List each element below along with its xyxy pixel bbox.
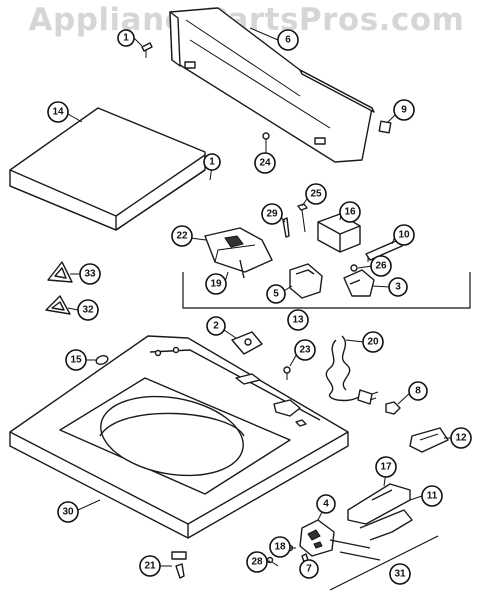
svg-text:1: 1 <box>209 157 215 168</box>
lever-part-11 <box>359 509 413 541</box>
callout-3: 3 <box>388 277 408 297</box>
switch-part-16 <box>317 213 361 253</box>
svg-text:2: 2 <box>213 321 219 332</box>
screw-part-26 <box>350 264 358 272</box>
svg-text:25: 25 <box>310 189 322 200</box>
callout-14: 14 <box>47 101 69 123</box>
callout-5: 5 <box>266 284 286 304</box>
callout-19: 19 <box>205 273 227 295</box>
svg-text:9: 9 <box>401 105 407 116</box>
svg-text:18: 18 <box>274 542 286 553</box>
grommet-part-32 <box>45 295 71 315</box>
callout-16: 16 <box>339 201 361 223</box>
callout-31: 31 <box>389 563 411 585</box>
svg-text:6: 6 <box>285 35 291 46</box>
svg-text:13: 13 <box>292 315 304 326</box>
callout-24: 24 <box>254 152 276 174</box>
svg-text:21: 21 <box>144 561 156 572</box>
power-cord <box>325 335 379 405</box>
actuator-part-17 <box>347 483 411 525</box>
screw-part-21 <box>171 551 187 579</box>
callout-32: 32 <box>77 299 99 321</box>
callout-18: 18 <box>269 536 291 558</box>
callout-28: 28 <box>246 551 268 573</box>
callout-10: 10 <box>393 224 415 246</box>
callout-15: 15 <box>65 349 87 371</box>
screw-part-29 <box>282 217 290 238</box>
screw-part-25 <box>297 203 308 233</box>
fuse-part-10 <box>365 239 403 262</box>
plug-part-2 <box>231 331 263 355</box>
callout-23: 23 <box>294 339 316 361</box>
svg-text:3: 3 <box>395 282 401 293</box>
callout-1-top: 1 <box>117 29 135 47</box>
callout-25: 25 <box>305 183 327 205</box>
svg-text:12: 12 <box>455 433 467 444</box>
washer-top <box>9 335 349 539</box>
clip-part-8 <box>385 401 401 415</box>
svg-text:26: 26 <box>375 261 387 272</box>
svg-text:31: 31 <box>394 569 406 580</box>
svg-text:32: 32 <box>82 305 94 316</box>
svg-text:23: 23 <box>299 345 311 356</box>
svg-text:16: 16 <box>344 207 356 218</box>
svg-text:8: 8 <box>415 386 421 397</box>
clip-part <box>378 120 392 134</box>
callout-29: 29 <box>261 203 283 225</box>
callout-6: 6 <box>277 29 299 51</box>
svg-text:4: 4 <box>323 499 329 510</box>
svg-text:30: 30 <box>62 507 74 518</box>
callout-17: 17 <box>375 456 397 478</box>
switch-part-4 <box>299 519 335 557</box>
callout-30: 30 <box>57 501 79 523</box>
screw-small-top <box>141 42 153 58</box>
bulb-part-15 <box>95 355 109 365</box>
callout-21: 21 <box>139 555 161 577</box>
bracket-part-31 <box>329 535 439 591</box>
hinge-part-12 <box>409 427 449 453</box>
callout-8: 8 <box>408 381 428 401</box>
svg-text:10: 10 <box>398 230 410 241</box>
callout-13: 13 <box>287 309 309 331</box>
switch-bracket <box>204 227 273 279</box>
callout-4: 4 <box>316 494 336 514</box>
svg-text:5: 5 <box>273 289 279 300</box>
screw-part-24 <box>262 132 270 150</box>
callout-2: 2 <box>206 316 226 336</box>
screw-part-28 <box>266 556 279 567</box>
callout-7: 7 <box>299 559 319 579</box>
screw-part-23 <box>283 366 291 380</box>
callout-9: 9 <box>393 99 415 121</box>
callout-26: 26 <box>370 255 392 277</box>
svg-text:17: 17 <box>380 462 392 473</box>
svg-text:14: 14 <box>52 107 64 118</box>
callout-33: 33 <box>79 263 101 285</box>
svg-text:24: 24 <box>259 158 271 169</box>
svg-text:29: 29 <box>266 209 278 220</box>
svg-text:7: 7 <box>306 564 312 575</box>
svg-text:20: 20 <box>367 337 379 348</box>
callout-12: 12 <box>450 427 472 449</box>
switch-part-5 <box>289 263 323 299</box>
top-lid <box>9 107 206 231</box>
console-panel <box>169 7 375 163</box>
assembly-bracket-13 <box>182 272 471 309</box>
callout-11: 11 <box>421 485 443 507</box>
svg-text:33: 33 <box>84 269 96 280</box>
callout-20: 20 <box>362 331 384 353</box>
clip-part-3 <box>343 269 375 297</box>
svg-text:22: 22 <box>176 231 188 242</box>
callout-1: 1 <box>203 153 221 171</box>
callout-22: 22 <box>171 225 193 247</box>
svg-text:28: 28 <box>251 557 263 568</box>
svg-text:19: 19 <box>210 279 222 290</box>
svg-text:1: 1 <box>123 33 129 44</box>
svg-text:15: 15 <box>70 355 82 366</box>
grommet-part-33 <box>47 261 73 283</box>
svg-text:11: 11 <box>427 491 438 502</box>
